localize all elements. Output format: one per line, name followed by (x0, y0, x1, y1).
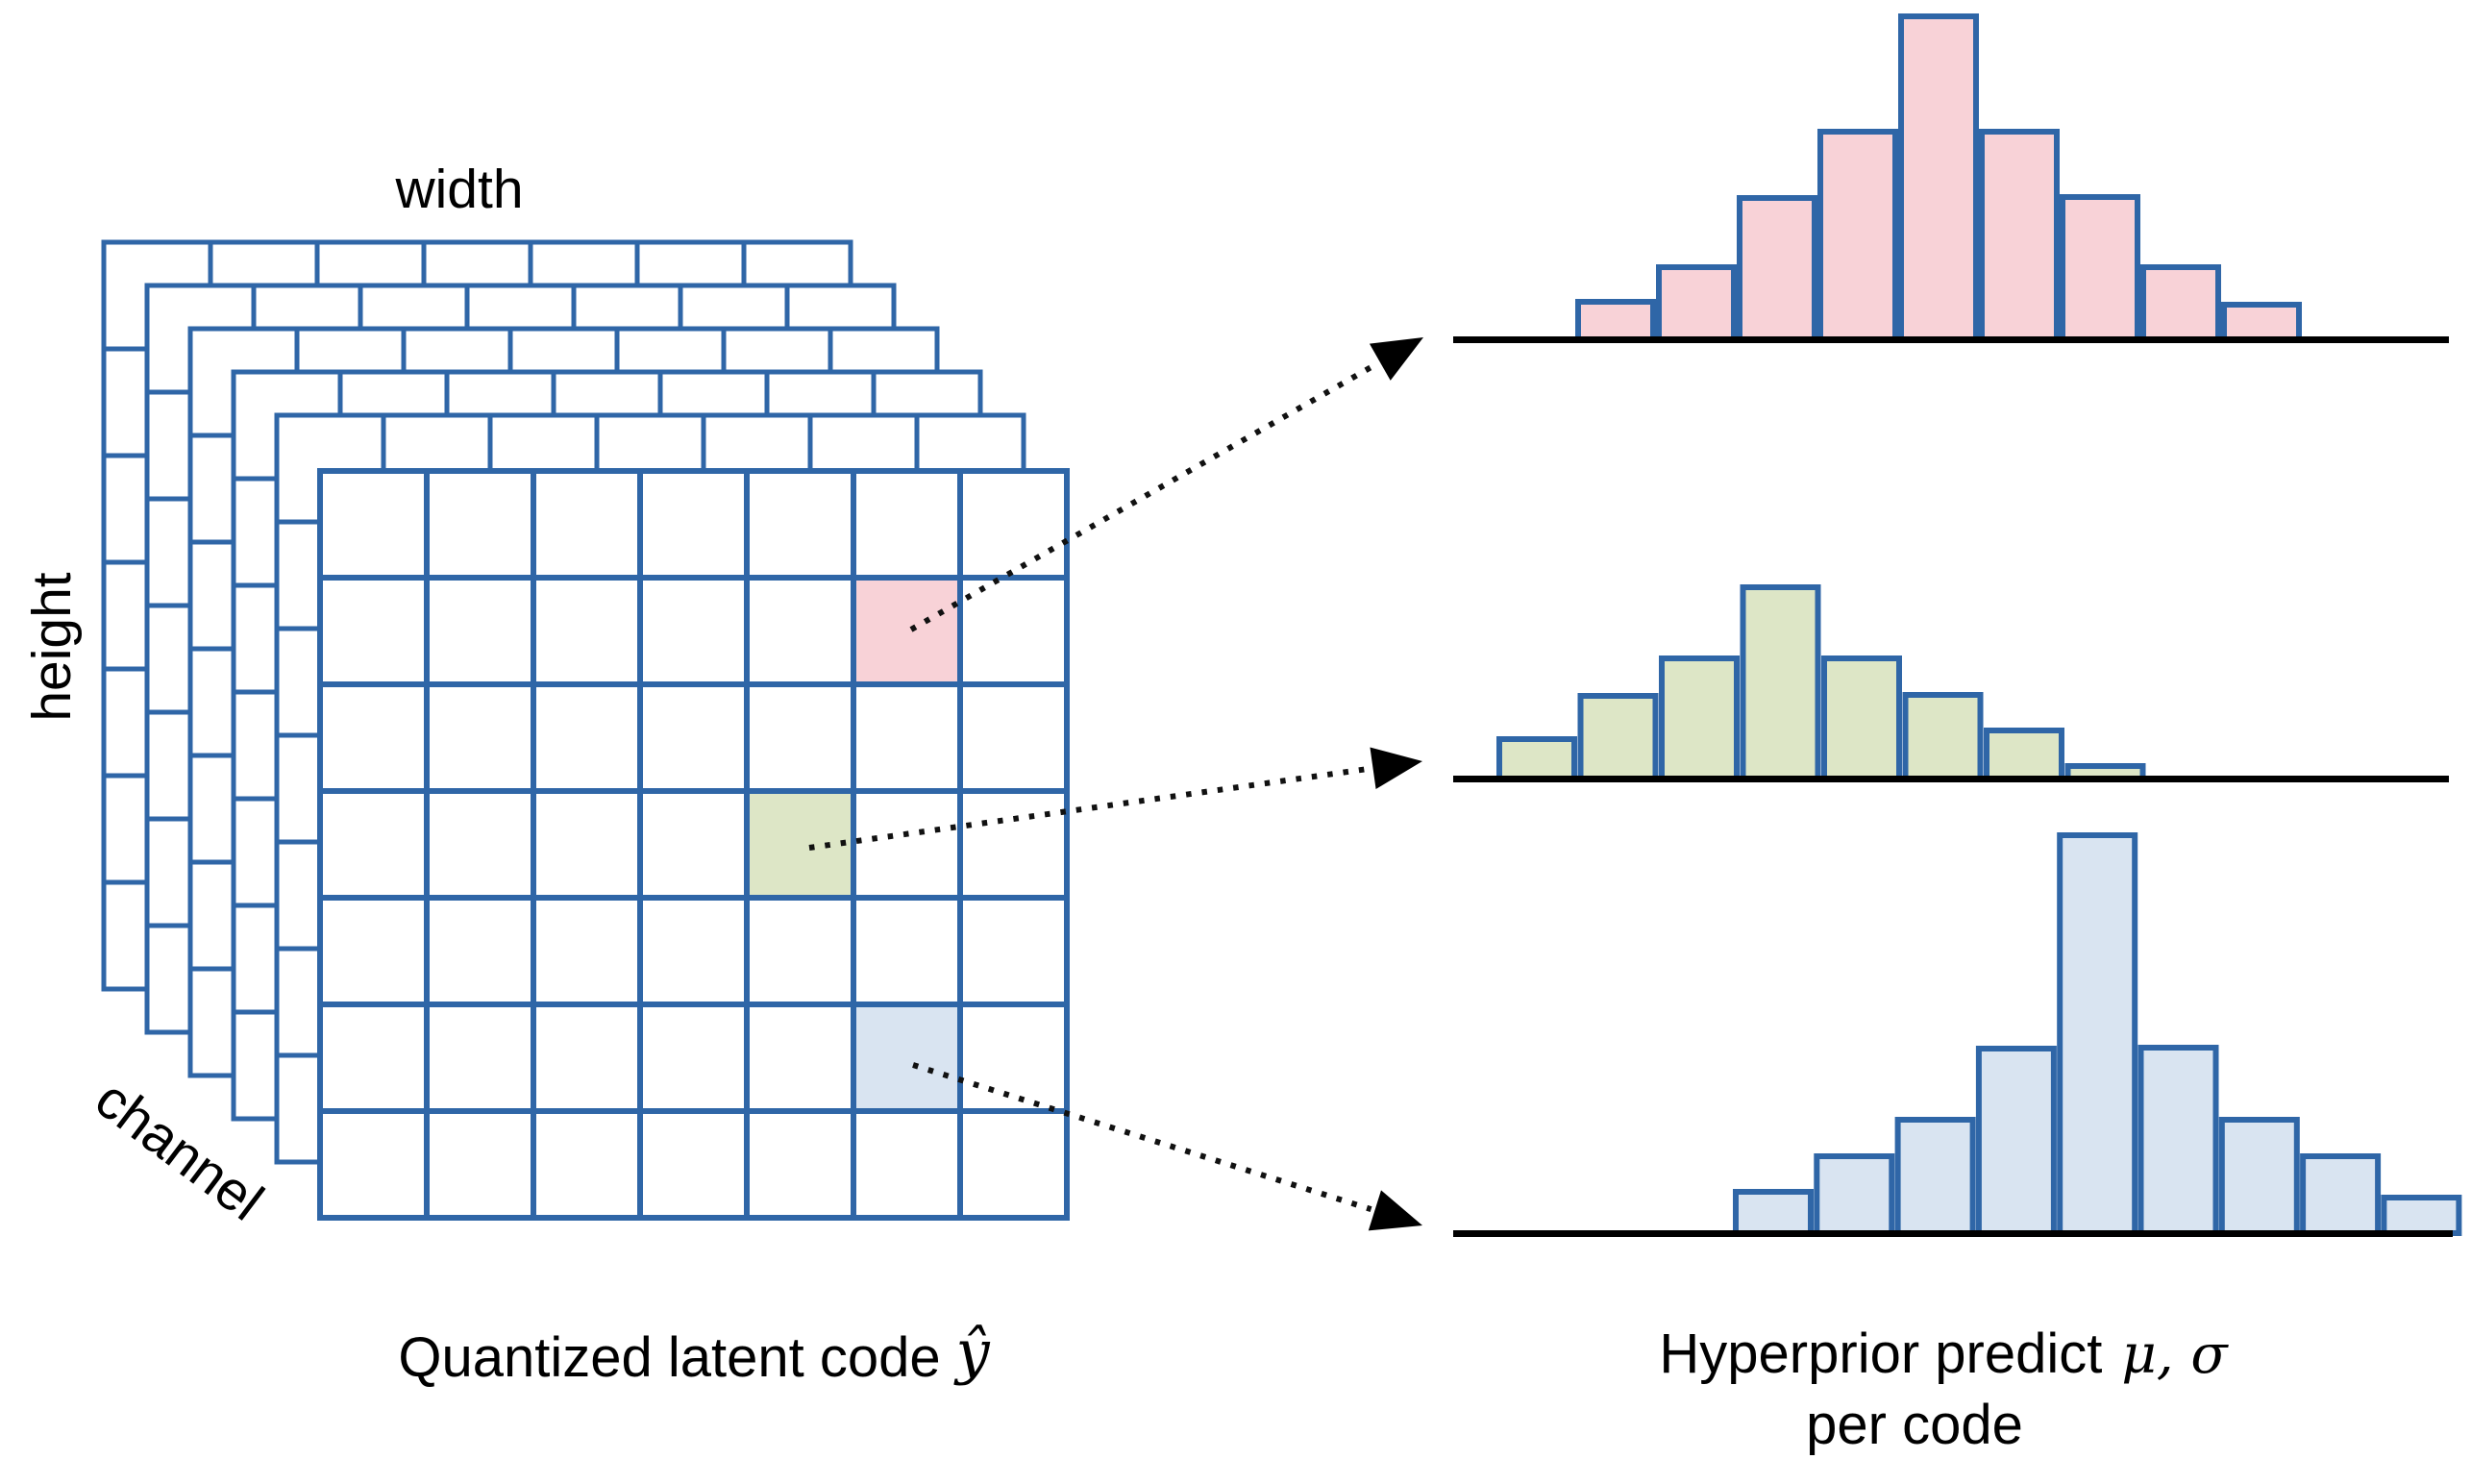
histogram-bar (1975, 1046, 2057, 1236)
histogram-bar (2221, 302, 2302, 342)
histogram-bar (1577, 693, 1659, 781)
histogram-bar (1575, 299, 1656, 342)
histogram-bar (1740, 584, 1821, 781)
histogram-bar (2381, 1195, 2462, 1236)
caption-right-line1: Hyperprior predict μ, σ (1659, 1323, 2229, 1386)
caption-right-math-mu-sigma: μ, σ (2121, 1323, 2229, 1386)
dotted-line (912, 1062, 1372, 1213)
width-label: width (394, 159, 523, 220)
baseline-axis (1453, 1230, 2453, 1237)
histogram-bar (1656, 264, 1737, 342)
arrowhead-icon (1369, 337, 1423, 381)
histogram-bar (1737, 195, 1817, 342)
blue-histogram (1453, 832, 2462, 1237)
pink-cell (851, 575, 963, 687)
histogram-bar (1733, 1189, 1814, 1236)
histogram-bar (2140, 264, 2221, 342)
baseline-axis (1453, 336, 2449, 343)
histogram-bar (1817, 129, 1898, 342)
histogram-bar (1979, 129, 2060, 342)
predicted-distributions (1453, 13, 2462, 1237)
arrow-pink (909, 337, 1423, 632)
green-cell (744, 788, 856, 901)
arrowhead-icon (1370, 747, 1422, 790)
code-to-distribution-arrows (808, 337, 1423, 1231)
baseline-axis (1453, 776, 2449, 782)
arrow-blue (912, 1062, 1422, 1231)
histogram-bar (1894, 1117, 1976, 1236)
arrow-green (808, 747, 1422, 851)
histogram-bar (1984, 728, 2064, 781)
histogram-bar (1821, 655, 1902, 781)
height-label: height (21, 572, 83, 721)
tensor-layer-5 (317, 468, 1070, 1221)
latent-tensor-stack (101, 239, 1070, 1221)
caption-left-text: Quantized latent code (398, 1326, 940, 1389)
histogram-bar (2137, 1045, 2219, 1236)
histogram-bar (1898, 13, 1979, 342)
arrowhead-icon (1368, 1190, 1422, 1231)
histogram-bar (2060, 194, 2140, 342)
histogram-bar (2057, 832, 2138, 1236)
caption-left-math-yhat: ŷ (953, 1317, 991, 1387)
histogram-bar (1814, 1153, 1895, 1236)
histogram-bar (1902, 692, 1984, 781)
dotted-line (909, 361, 1378, 632)
histogram-bar (2218, 1117, 2300, 1236)
histogram-bar (1496, 736, 1577, 781)
caption-right-line2: per code (1806, 1394, 2023, 1456)
histogram-bar (1659, 655, 1740, 781)
caption-right-text: Hyperprior predict (1659, 1323, 2102, 1385)
blue-cell (851, 1002, 963, 1114)
histogram-bar (2300, 1153, 2382, 1236)
pink-histogram (1453, 13, 2449, 343)
green-histogram (1453, 584, 2449, 782)
